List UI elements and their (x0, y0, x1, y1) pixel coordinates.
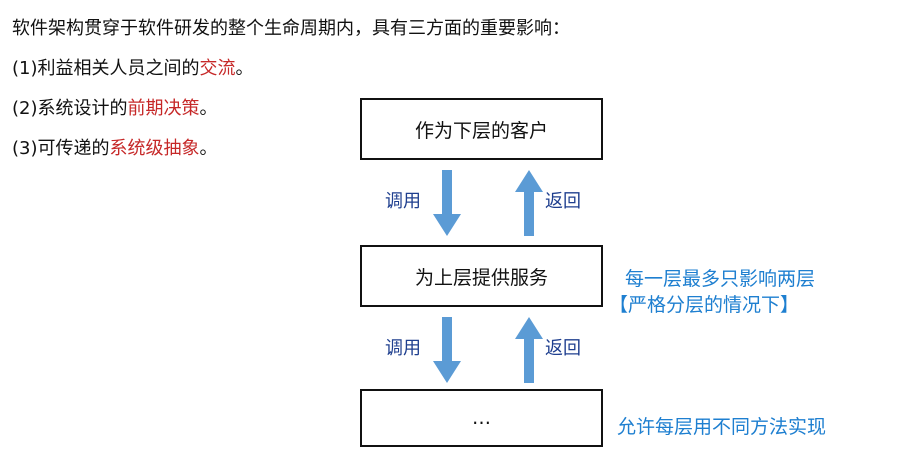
layer-box-service-label: 为上层提供服务 (414, 266, 548, 289)
call-label-lower: 调用 (385, 338, 421, 359)
method-note: 允许每层用不同方法实现 (617, 416, 827, 438)
point-1-highlight: 交流 (199, 58, 236, 79)
layer-box-ellipsis: … (360, 389, 603, 447)
point-2-prefix: (2)系统设计的 (12, 98, 128, 119)
point-3: (3)可传递的系统级抽象。 (12, 136, 218, 162)
point-1: (1)利益相关人员之间的交流。 (12, 56, 254, 82)
layer-box-client-label: 作为下层的客户 (414, 119, 548, 142)
arrow-down-icon (433, 317, 461, 383)
point-2-highlight: 前期决策 (127, 98, 200, 119)
call-label: 调用 (385, 191, 421, 212)
arrow-up-icon (515, 317, 543, 383)
layer-box-ellipsis-label: … (472, 407, 491, 429)
layer-box-client: 作为下层的客户 (360, 98, 603, 160)
layer-box-service: 为上层提供服务 (360, 245, 603, 307)
arrow-down-icon (433, 170, 461, 236)
point-2: (2)系统设计的前期决策。 (12, 96, 218, 122)
point-1-suffix: 。 (235, 58, 254, 79)
return-label-lower: 返回 (545, 338, 581, 359)
point-2-suffix: 。 (199, 98, 218, 119)
intro-text: 软件架构贯穿于软件研发的整个生命周期内，具有三方面的重要影响： (12, 18, 570, 39)
point-1-prefix: (1)利益相关人员之间的 (12, 58, 200, 79)
arrow-up-icon (515, 170, 543, 236)
layer-note-2: 【严格分层的情况下】 (609, 294, 800, 316)
point-3-highlight: 系统级抽象 (109, 138, 200, 159)
return-label: 返回 (545, 191, 581, 212)
point-3-prefix: (3)可传递的 (12, 138, 110, 159)
layer-note-1: 每一层最多只影响两层 (625, 268, 816, 290)
point-3-suffix: 。 (199, 138, 218, 159)
